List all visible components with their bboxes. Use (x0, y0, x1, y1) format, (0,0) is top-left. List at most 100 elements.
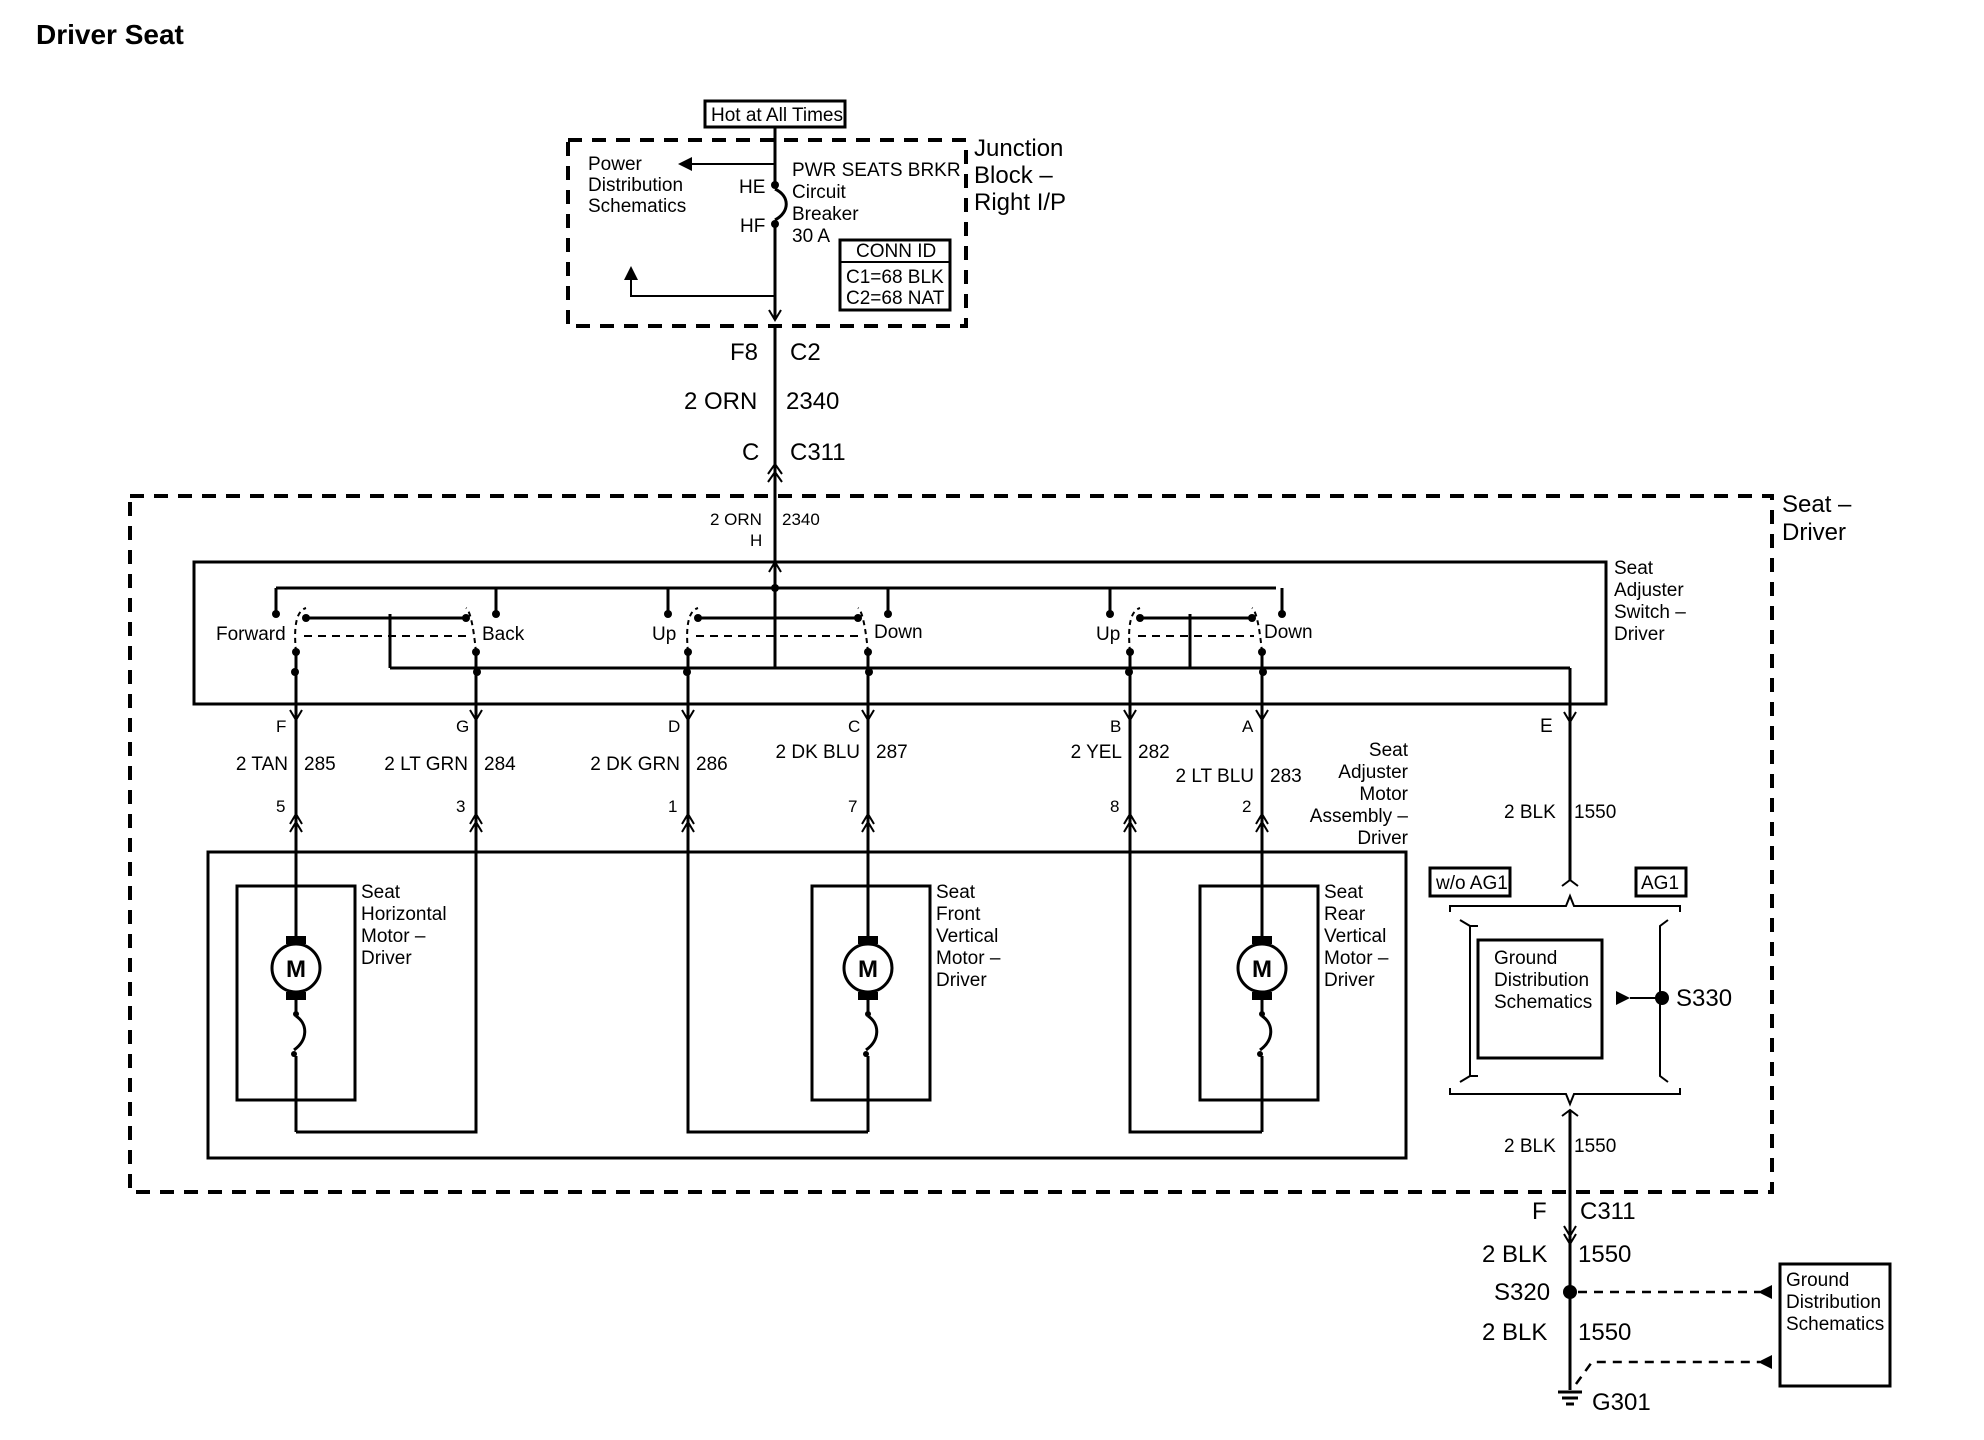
switch-pair-rear-vertical[interactable] (1106, 588, 1286, 700)
junction-block-name-2: Block – (974, 162, 1053, 189)
ground-conn-name: C311 (1580, 1198, 1636, 1225)
conn-id-line-1: C1=68 BLK (846, 267, 944, 288)
wire-color-label: 2 TAN (236, 754, 288, 775)
feed-wire: F8 C2 2 ORN 2340 C C311 (684, 326, 846, 552)
wire-282: B 2 YEL 282 8 (1071, 700, 1170, 852)
wire-285: F 2 TAN 285 5 (236, 700, 336, 852)
ground-wire-circuit-inner: 1550 (1574, 1136, 1616, 1157)
ground-symbol-icon (1558, 1390, 1582, 1406)
wire-circuit-label: 283 (1270, 766, 1302, 787)
junction-block-name-1: Junction (974, 135, 1063, 162)
pin-hf-label: HF (740, 216, 765, 237)
wire-circuit-label: 282 (1138, 742, 1170, 763)
ground-wire-color-inner: 2 BLK (1504, 1136, 1556, 1157)
ground-wire-color: 2 BLK (1504, 802, 1556, 823)
wire-color-label: 2 LT BLU (1175, 766, 1254, 787)
seat-adjuster-motor-assembly: Seat Adjuster Motor Assembly – Driver MS… (206, 740, 1409, 1160)
power-dist-label-3: Schematics (588, 196, 686, 217)
motor-name-line: Vertical (936, 926, 998, 947)
breaker-label-3: Breaker (792, 204, 859, 225)
ground-wire-circuit-3: 1550 (1578, 1319, 1631, 1346)
feed-wire-color: 2 ORN (684, 388, 757, 415)
feed-conn1-pin: F8 (730, 339, 758, 366)
motor-name-line: Seat (361, 882, 401, 903)
feed-conn2-pin: C (742, 439, 759, 466)
conn-id-line-2: C2=68 NAT (846, 288, 945, 309)
motor-name-line: Motor – (936, 948, 1001, 969)
switch-label-down-rear[interactable]: Down (1264, 622, 1313, 643)
motor-pin-label: 8 (1110, 797, 1119, 816)
feed-conn1-name: C2 (790, 339, 821, 366)
switch-label-forward[interactable]: Forward (216, 624, 286, 645)
inner-wire-circuit: 2340 (782, 510, 820, 529)
seat-driver-name-2: Driver (1782, 519, 1846, 546)
breaker-label-4: 30 A (792, 226, 830, 247)
motor-pin-label: 3 (456, 797, 465, 816)
motor-assembly-name-2: Adjuster (1338, 762, 1408, 783)
ground-wire-color-3: 2 BLK (1482, 1319, 1547, 1346)
breaker-label-2: Circuit (792, 182, 847, 203)
wire-pin-label: B (1110, 717, 1121, 736)
switch-name-2: Adjuster (1614, 580, 1684, 601)
switch-label-up-rear[interactable]: Up (1096, 624, 1120, 645)
splice-s320-label: S320 (1494, 1279, 1550, 1306)
wo-ag1-box (1428, 866, 1512, 898)
switch-pair-front-vertical[interactable] (664, 588, 892, 700)
motor-pin-label: 5 (276, 797, 285, 816)
switch-name-3: Switch – (1614, 602, 1686, 623)
motor-assembly-name-1: Seat (1369, 740, 1409, 761)
junction-block: Hot at All Times Junction Block – Right … (566, 99, 1066, 328)
motor-assembly-name-4: Assembly – (1310, 806, 1409, 827)
motor-name-line: Vertical (1324, 926, 1386, 947)
ground-dist-arrow-icon-1 (1758, 1285, 1772, 1299)
ag1-box (1634, 866, 1688, 898)
switch-outline (192, 560, 1608, 706)
wire-color-label: 2 DK GRN (590, 754, 680, 775)
switch-pair-horizontal[interactable] (272, 588, 500, 700)
wire-color-label: 2 LT GRN (384, 754, 468, 775)
motor-name-line: Motor – (361, 926, 426, 947)
motor-name-line: Horizontal (361, 904, 447, 925)
limit-switch-icon (293, 1014, 307, 1052)
wire-pin-label: F (276, 717, 286, 736)
switch-name-4: Driver (1614, 624, 1665, 645)
ground-dist-2-label-1: Ground (1786, 1270, 1849, 1291)
seat-driver-outline (128, 494, 1774, 1194)
switch-label-back[interactable]: Back (482, 624, 525, 645)
motor-name-line: Motor – (1324, 948, 1389, 969)
conn-id-header: CONN ID (856, 241, 936, 262)
wire-pin-label: C (848, 717, 860, 736)
ground-dist-box-2 (1778, 1262, 1892, 1388)
wire-color-label: 2 YEL (1071, 742, 1122, 763)
motor-name-line: Seat (1324, 882, 1364, 903)
ground-g301-label: G301 (1592, 1389, 1651, 1416)
motor-pin-label: 1 (668, 797, 677, 816)
motor-symbol: M (286, 956, 306, 983)
ground-dist-label-2: Distribution (1494, 970, 1589, 991)
ground-wire-circuit-2: 1550 (1578, 1241, 1631, 1268)
splice-s330-label: S330 (1676, 985, 1732, 1012)
motor-assembly-outline (206, 850, 1408, 1160)
ground-wire-circuit: 1550 (1574, 802, 1616, 823)
limit-switch-icon (1259, 1014, 1273, 1052)
power-dist-label-2: Distribution (588, 175, 683, 196)
motor-name-line: Driver (936, 970, 987, 991)
switch-label-up-front[interactable]: Up (652, 624, 676, 645)
ground-dist-2-label-2: Distribution (1786, 1292, 1881, 1313)
wire-circuit-label: 285 (304, 754, 336, 775)
switch-label-down-front[interactable]: Down (874, 622, 923, 643)
page-title: Driver Seat (36, 19, 184, 50)
motor-assembly-name-3: Motor (1359, 784, 1408, 805)
limit-switch-icon (865, 1014, 879, 1052)
motor-pin-label: 7 (848, 797, 857, 816)
wo-ag1-label: w/o AG1 (1435, 873, 1508, 894)
breaker-label-1: PWR SEATS BRKR (792, 160, 961, 181)
seat-driver-name-1: Seat – (1782, 491, 1852, 518)
